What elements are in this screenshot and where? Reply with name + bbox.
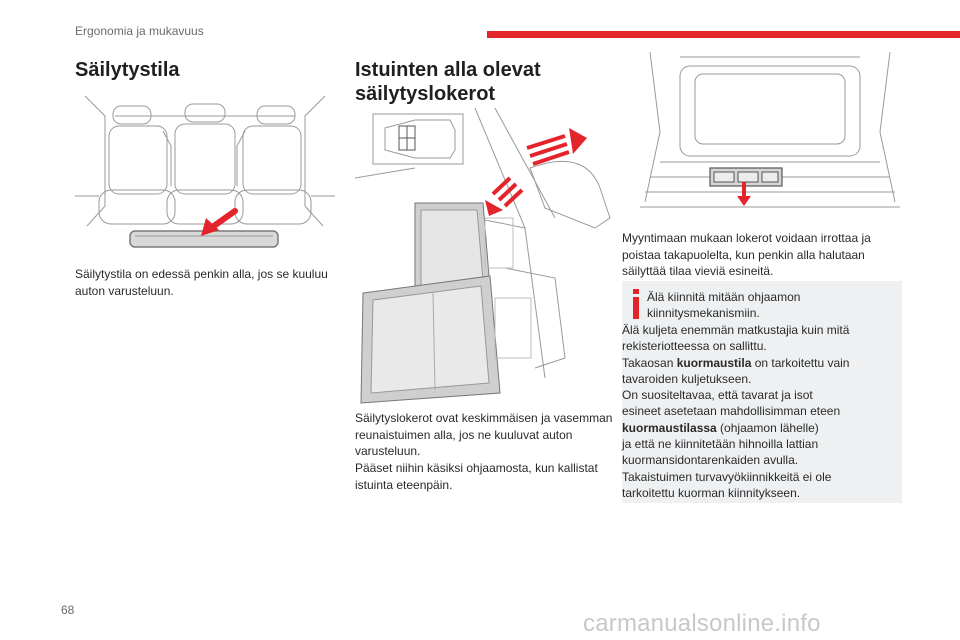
info-line: rekisteriotteessa on sallittu.	[622, 339, 767, 354]
heading-under-seat-drawers: Istuinten alla olevat säilytyslokerot	[355, 58, 541, 106]
drawers-text-1: Säilytyslokerot ovat keskimmäisen ja vas…	[355, 411, 613, 458]
storage-text: Säilytystila on edessä penkin alla, jos …	[75, 267, 328, 298]
section-title: Ergonomia ja mukavuus	[75, 24, 204, 38]
info-line: On suositeltavaa, että tavarat ja isot	[622, 388, 813, 403]
info-bold-term: kuormaustila	[676, 355, 752, 370]
drawers-text-2: Pääset niihin käsiksi ohjaamosta, kun ka…	[355, 461, 598, 492]
info-text: Älä kiinnitä mitään ohjaamon kiinnitysme…	[647, 289, 897, 322]
header-accent-bar	[487, 31, 960, 38]
info-icon	[633, 289, 639, 319]
info-box: Älä kiinnitä mitään ohjaamon kiinnitysme…	[622, 281, 902, 503]
removable-drawer-illustration	[640, 52, 900, 208]
heading-line-1: Istuinten alla olevat	[355, 59, 541, 81]
info-line: Takaosan kuormaustila on tarkoitettu vai…	[622, 355, 902, 371]
info-text-fragment: Takaosan	[622, 355, 677, 370]
info-line: kiinnitysmekanismiin.	[647, 306, 760, 321]
info-line: ja että ne kiinnitetään hihnoilla lattia…	[622, 437, 819, 452]
info-text-fragment: on tarkoitettu vain	[751, 355, 850, 370]
rear-seat-storage-illustration	[75, 95, 335, 248]
info-line: kuormaustilassa (ohjaamon lähelle)	[622, 420, 902, 436]
heading-storage: Säilytystila	[75, 59, 180, 81]
under-seat-drawers-illustration	[355, 108, 611, 404]
info-line: Takaistuimen turvavyökiinnikkeitä ei ole	[622, 469, 832, 484]
removable-drawers-text: Myyntimaan mukaan lokerot voidaan irrott…	[622, 231, 871, 278]
info-bold-term: kuormaustilassa	[622, 420, 717, 435]
heading-line-2: säilytyslokerot	[355, 83, 496, 105]
watermark: carmanualsonline.info	[583, 610, 821, 637]
info-line: Älä kiinnitä mitään ohjaamon	[647, 290, 801, 304]
page-number: 68	[61, 603, 75, 617]
info-line: tavaroiden kuljetukseen.	[622, 371, 752, 386]
info-line: esineet asetetaan mahdollisimman eteen	[622, 404, 841, 419]
info-line: kuormansidontarenkaiden avulla.	[622, 453, 799, 468]
info-text-body: Älä kuljeta enemmän matkustajia kuin mit…	[622, 322, 902, 501]
info-text-fragment: (ohjaamon lähelle)	[716, 420, 819, 435]
info-line: tarkoitettu kuorman kiinnitykseen.	[622, 485, 801, 500]
info-line: Älä kuljeta enemmän matkustajia kuin mit…	[622, 323, 850, 337]
